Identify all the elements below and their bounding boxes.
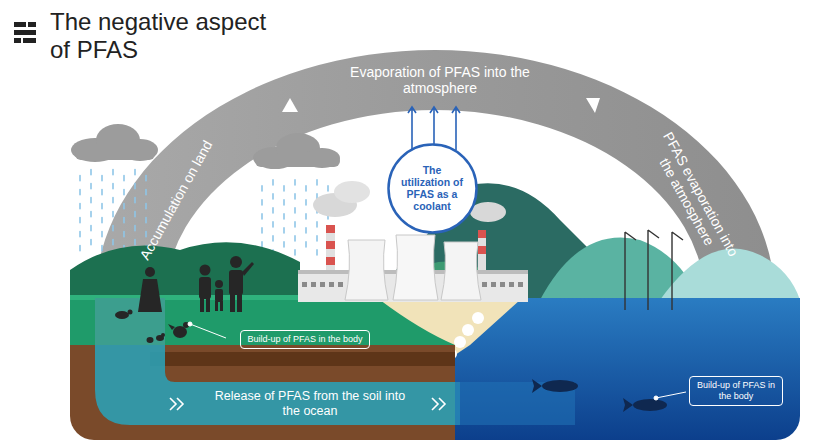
arc-arrow	[586, 98, 600, 113]
leader-line	[188, 322, 686, 400]
arc-label: Evaporation of PFAS into the atmosphere	[325, 64, 555, 96]
node-text: Build-up of PFAS in the body	[247, 334, 362, 345]
soil-layer	[150, 352, 455, 366]
title-icon	[14, 22, 36, 43]
callout-box: Build-up of PFAS in the body	[689, 376, 783, 406]
rain	[80, 170, 328, 255]
flow-label: Release of PFAS from the soil into the o…	[210, 389, 410, 419]
people	[138, 256, 254, 312]
arc-arrow	[282, 98, 298, 112]
wind-turbines	[625, 230, 683, 310]
release-band	[95, 298, 460, 425]
fish	[532, 379, 667, 412]
title: The negative aspect of PFAS	[50, 8, 270, 64]
node-text: The utilization of PFAS as a coolant	[397, 164, 467, 212]
chickens	[115, 310, 189, 344]
info-circle: The utilization of PFAS as a coolant	[387, 143, 478, 234]
callout-box: Build-up of PFAS in the body	[240, 330, 369, 349]
node-text: Build-up of PFAS in the body	[696, 380, 776, 402]
